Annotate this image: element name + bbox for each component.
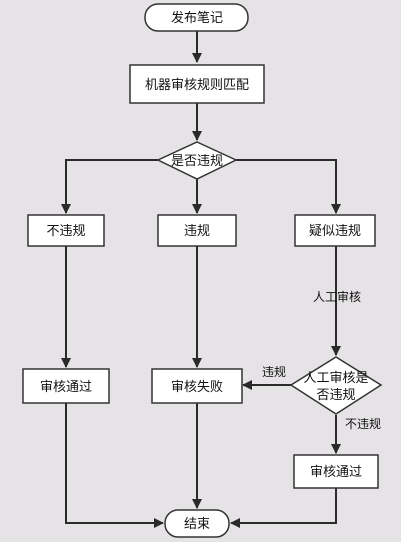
node-pass1-label: 审核通过	[40, 380, 92, 395]
edge-label-no-violation: 不违规	[345, 416, 381, 431]
node-manual-decision-line2: 否违规	[316, 388, 355, 403]
edge-decision1-to-suspected	[236, 159, 341, 214]
node-pass2-label: 审核通过	[310, 465, 362, 480]
edge-pass1-to-end	[65, 403, 164, 528]
node-decision1-label: 是否违规	[171, 154, 223, 169]
edge-label-manual-review: 人工审核	[313, 289, 361, 304]
edge-label-violation: 违规	[262, 364, 286, 379]
node-pass2: 审核通过	[293, 454, 379, 489]
edge-pass2-to-end	[230, 488, 337, 528]
node-start: 发布笔记	[144, 3, 249, 32]
node-match: 机器审核规则匹配	[129, 64, 265, 104]
node-start-label: 发布笔记	[171, 10, 223, 26]
node-violation: 违规	[157, 214, 237, 247]
node-suspected: 疑似违规	[294, 214, 376, 247]
node-manual-decision-line1: 人工审核是	[303, 371, 368, 386]
node-pass1: 审核通过	[22, 368, 110, 404]
node-end-label: 结束	[184, 517, 210, 532]
node-manual-decision: 人工审核是 否违规	[289, 356, 383, 415]
node-match-label: 机器审核规则匹配	[145, 78, 249, 93]
node-fail-label: 审核失败	[171, 380, 223, 395]
node-fail: 审核失败	[151, 368, 243, 404]
node-suspected-label: 疑似违规	[309, 223, 361, 239]
node-no-violation-label: 不违规	[46, 224, 85, 239]
node-end: 结束	[164, 509, 230, 538]
node-no-violation: 不违规	[27, 214, 105, 247]
edge-decision1-to-no-violation	[61, 159, 158, 214]
node-decision1: 是否违规	[156, 141, 238, 180]
node-violation-label: 违规	[184, 224, 210, 239]
